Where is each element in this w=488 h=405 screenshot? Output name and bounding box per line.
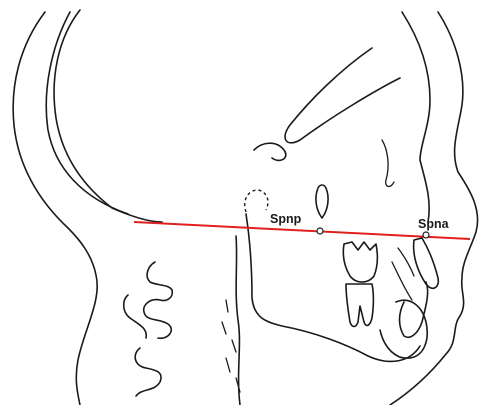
cranium-inner-contour <box>54 10 162 222</box>
orbit-contour <box>285 48 400 143</box>
cervical-vertebra-lower <box>135 348 161 396</box>
upper-molar <box>343 242 377 282</box>
spnp-label: Spnp <box>270 212 302 226</box>
cervical-vertebra-column <box>124 295 147 338</box>
spna-point <box>423 232 429 238</box>
pterygomaxillary-fissure <box>316 185 328 218</box>
lower-incisor <box>400 282 428 337</box>
frontal-bone-contour <box>402 12 430 160</box>
spnp-point <box>317 228 323 234</box>
mandibular-symphysis <box>380 300 427 358</box>
maxilla-anterior-contour <box>420 160 429 222</box>
soft-palate <box>245 190 268 212</box>
premolar-contour <box>392 248 414 300</box>
lower-molar <box>346 284 374 327</box>
orbital-floor-mark <box>382 140 394 186</box>
zygomatic-contour <box>254 143 286 160</box>
spna-label: Spna <box>418 217 450 231</box>
cervical-vertebra-upper <box>144 262 173 338</box>
upper-incisor <box>414 238 439 288</box>
soft-tissue-profile <box>390 12 478 405</box>
